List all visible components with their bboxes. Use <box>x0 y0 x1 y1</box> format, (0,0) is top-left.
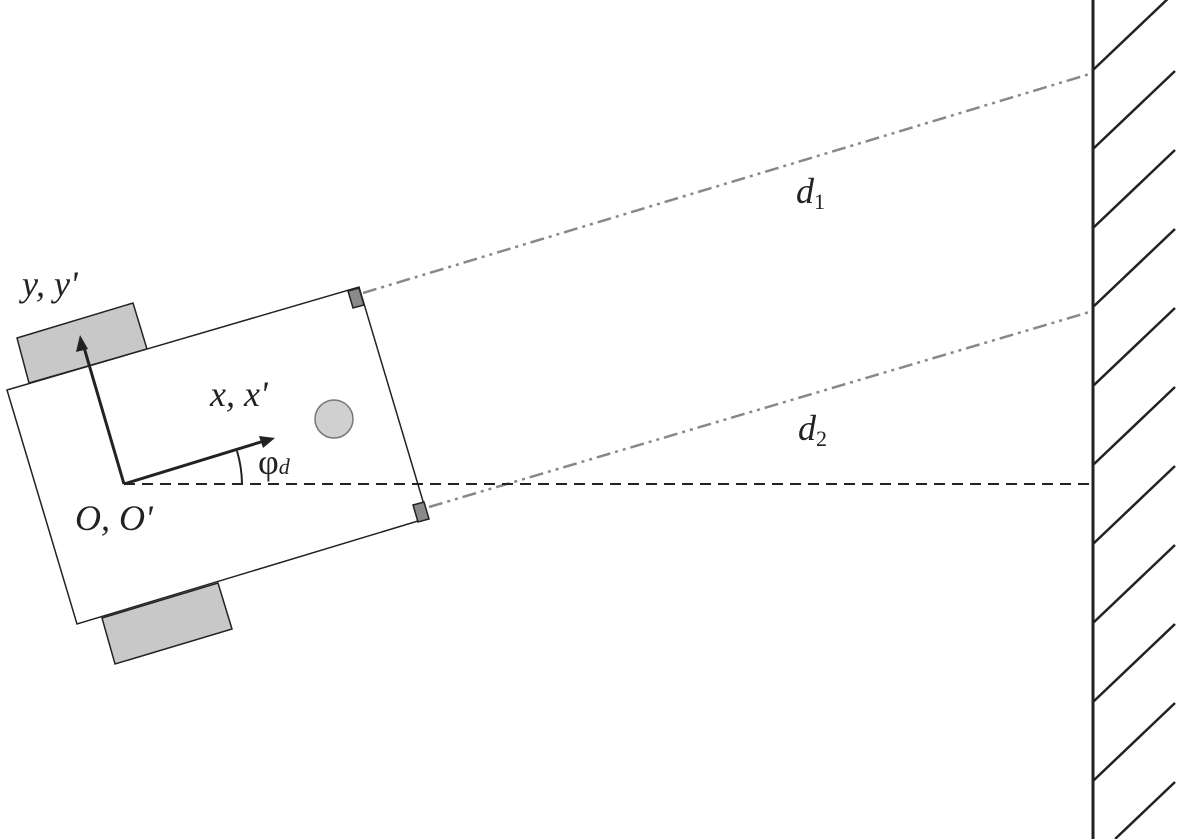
hatch-line <box>1092 386 1176 466</box>
angle-arc <box>236 450 243 485</box>
x-axis-arrow <box>123 439 265 486</box>
hatch-line <box>1092 623 1176 703</box>
sensor-1 <box>347 287 365 309</box>
hatch-line <box>1092 70 1176 150</box>
angle-label: φd <box>258 442 291 482</box>
d1-label: d1 <box>796 171 825 214</box>
d2-label: d2 <box>798 408 827 451</box>
hatch-line <box>1092 702 1176 782</box>
sensor-2 <box>412 501 430 523</box>
y-arrowhead-icon <box>76 335 88 352</box>
wall-hatching <box>1092 0 1176 839</box>
y-axis-arrow <box>81 343 126 485</box>
y-axis-label: y, y' <box>19 264 79 304</box>
hatch-line <box>1092 307 1176 387</box>
hatch-line <box>1092 465 1176 545</box>
hatch-line <box>1114 781 1176 839</box>
x-axis-label: x, x' <box>209 374 269 414</box>
beam-d2 <box>428 309 1094 509</box>
bottom-wheel <box>101 582 233 665</box>
caster-wheel <box>314 399 354 439</box>
x-arrowhead-icon <box>259 436 275 448</box>
origin-label: O, O' <box>75 498 154 538</box>
beam-d1 <box>362 71 1094 295</box>
hatch-line <box>1092 544 1176 624</box>
hatch-line <box>1092 149 1176 229</box>
hatch-line <box>1092 0 1169 71</box>
hatch-line <box>1092 228 1176 308</box>
